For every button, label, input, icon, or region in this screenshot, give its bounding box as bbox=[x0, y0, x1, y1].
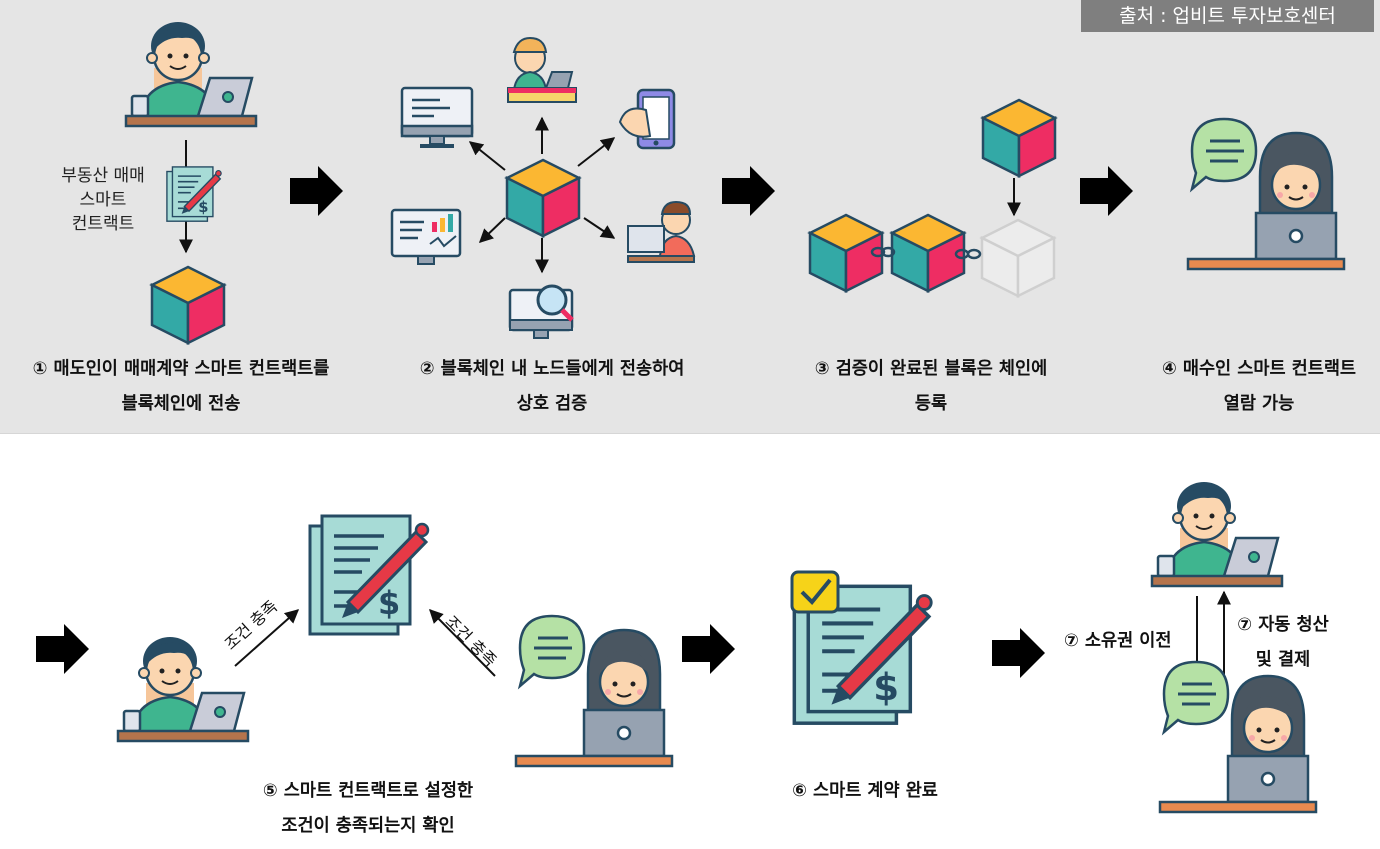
source-tag: 출처 : 업비트 투자보호센터 bbox=[1081, 0, 1374, 32]
block-cube-2 bbox=[505, 158, 581, 238]
settlement-label: ⑦ 자동 청산 및 결제 bbox=[1237, 615, 1329, 670]
step-3-caption: ③ 검증이 완료된 블록은 체인에 등록 bbox=[814, 359, 1048, 414]
node-person-laptop-icon bbox=[507, 36, 577, 103]
contract-label: 부동산 매매 스마트 컨트랙트 bbox=[61, 166, 145, 234]
flow-arrow-4 bbox=[36, 624, 89, 674]
block-cube-1 bbox=[150, 265, 226, 345]
buyer-figure-step7 bbox=[1158, 660, 1318, 814]
node-monitor-icon bbox=[400, 86, 474, 150]
seller-figure-step5 bbox=[116, 635, 250, 743]
new-block-cube bbox=[981, 98, 1057, 178]
chain-link-1 bbox=[870, 246, 896, 258]
step-4-caption: ④ 매수인 스마트 컨트랙트 열람 가능 bbox=[1161, 359, 1357, 414]
arrow-condition-seller bbox=[234, 609, 300, 667]
step-1-caption: ① 매도인이 매매계약 스마트 컨트랙트를 블록체인에 전송 bbox=[32, 359, 330, 414]
node-analytics-icon bbox=[390, 208, 462, 265]
step-6-caption: ⑥ 스마트 계약 완료 bbox=[792, 781, 938, 801]
flow-arrow-3 bbox=[1080, 166, 1133, 216]
flow-arrow-6 bbox=[992, 628, 1045, 678]
contract-icon-small bbox=[166, 166, 223, 223]
check-badge-icon bbox=[790, 570, 840, 614]
chain-cube-placeholder bbox=[980, 218, 1056, 298]
node-search-monitor-icon bbox=[508, 284, 574, 339]
flow-arrow-1 bbox=[290, 166, 343, 216]
step-5-caption: ⑤ 스마트 컨트랙트로 설정한 조건이 충족되는지 확인 bbox=[262, 781, 474, 836]
buyer-figure bbox=[1186, 117, 1346, 271]
node-person-desk-icon bbox=[627, 200, 696, 263]
node-smartphone-icon bbox=[618, 88, 676, 150]
arrow-condition-buyer bbox=[429, 609, 496, 677]
chain-link-2 bbox=[954, 248, 982, 260]
seller-figure bbox=[124, 20, 258, 128]
buyer-figure-step5 bbox=[514, 614, 674, 768]
chain-cube-2 bbox=[890, 213, 966, 293]
flow-arrow-2 bbox=[722, 166, 775, 216]
contract-document-icon bbox=[308, 514, 430, 636]
flow-arrow-5 bbox=[682, 624, 735, 674]
step-2-caption: ② 블록체인 내 노드들에게 전송하여 상호 검증 bbox=[419, 359, 685, 414]
ownership-transfer-label: ⑦ 소유권 이전 bbox=[1064, 631, 1172, 651]
broadcast-arrows bbox=[468, 116, 616, 274]
seller-figure-step7 bbox=[1150, 480, 1284, 588]
